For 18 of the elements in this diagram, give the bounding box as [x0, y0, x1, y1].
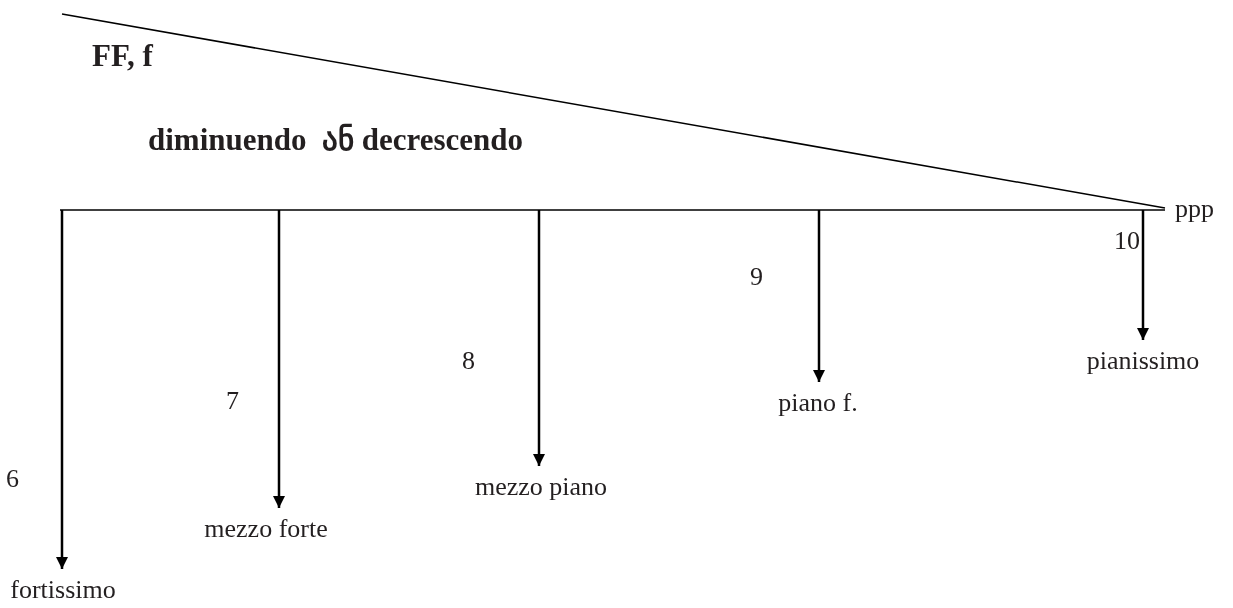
arrow — [532, 210, 546, 466]
number-label: 9 — [750, 262, 763, 292]
dynamic-label: pianissimo — [1086, 346, 1200, 376]
number-label: 6 — [6, 464, 19, 494]
dynamic-label: mezzo piano — [474, 472, 608, 502]
number-label: 8 — [462, 346, 475, 376]
heading: diminuendo ან decrescendo — [148, 122, 524, 158]
number-label: 7 — [226, 386, 239, 416]
arrow — [812, 210, 826, 382]
dynamic-marking: ppp — [1175, 194, 1214, 224]
number-label: 10 — [1114, 226, 1140, 256]
arrow — [1136, 210, 1150, 340]
dynamic-marking: FF, f — [92, 38, 153, 74]
arrow — [272, 210, 286, 508]
arrow — [55, 210, 69, 569]
dynamic-label: mezzo forte — [204, 514, 328, 544]
dynamic-label: piano f. — [778, 388, 858, 418]
dynamic-label: fortissimo — [10, 575, 116, 605]
